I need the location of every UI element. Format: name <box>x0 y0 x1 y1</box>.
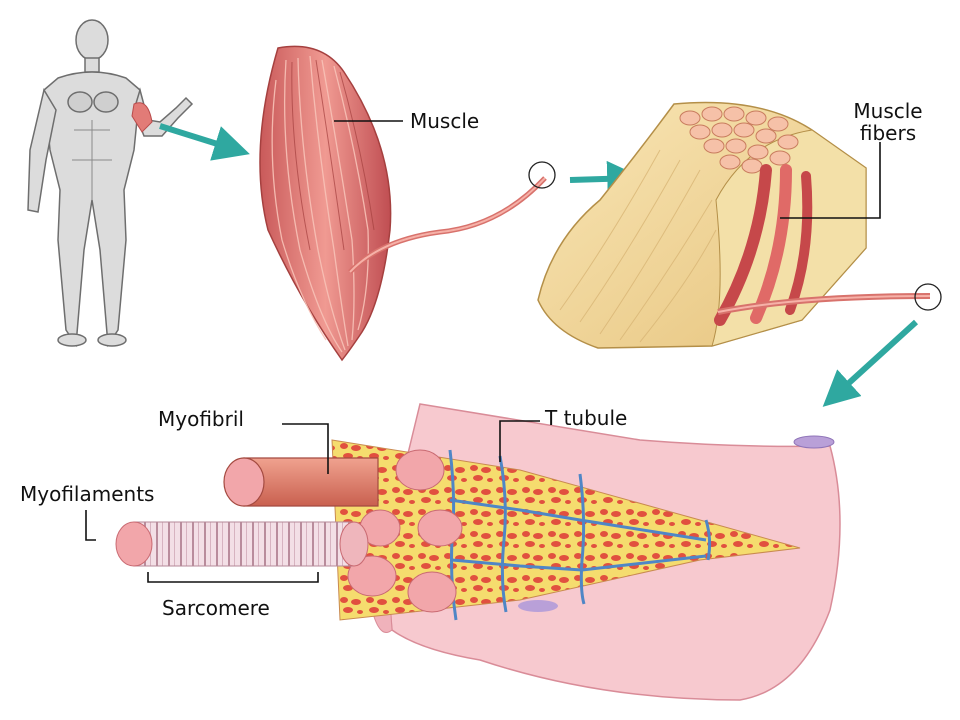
whole-muscle <box>259 45 392 362</box>
label-muscle-fibers: Muscle fibers <box>832 100 944 144</box>
bracket-sarcomere <box>147 572 319 583</box>
zoom-circle-fiber <box>914 283 942 311</box>
fiber-cross-sections <box>679 106 799 174</box>
label-muscle-fibers-line2: fibers <box>859 121 917 145</box>
label-muscle-fibers-line1: Muscle <box>853 99 923 123</box>
upper-arm-muscle-highlight <box>131 102 153 133</box>
leader-muscle-fibers <box>780 142 881 219</box>
arrow-fiber-to-myofibrils <box>822 319 919 407</box>
label-myofibril: Myofibril <box>158 407 244 431</box>
nucleus <box>518 600 558 612</box>
zoom-circle-muscle <box>528 161 556 189</box>
muscle-fiber-cutaway <box>331 403 841 701</box>
label-muscle: Muscle <box>410 109 480 133</box>
myofibril <box>223 457 379 507</box>
label-sarcomere: Sarcomere <box>162 596 270 620</box>
bracket-myofilaments <box>85 510 96 541</box>
fascicle <box>537 101 867 349</box>
leader-myofibril <box>282 423 329 474</box>
human-figure <box>27 19 194 348</box>
myofilament-rod <box>115 521 369 567</box>
label-myofilaments: Myofilaments <box>20 482 155 506</box>
arrow-body-to-muscle <box>159 123 250 161</box>
label-t-tubule: T tubule <box>545 406 628 430</box>
myofibril-ends <box>347 449 463 613</box>
leader-t-tubule <box>499 420 540 462</box>
